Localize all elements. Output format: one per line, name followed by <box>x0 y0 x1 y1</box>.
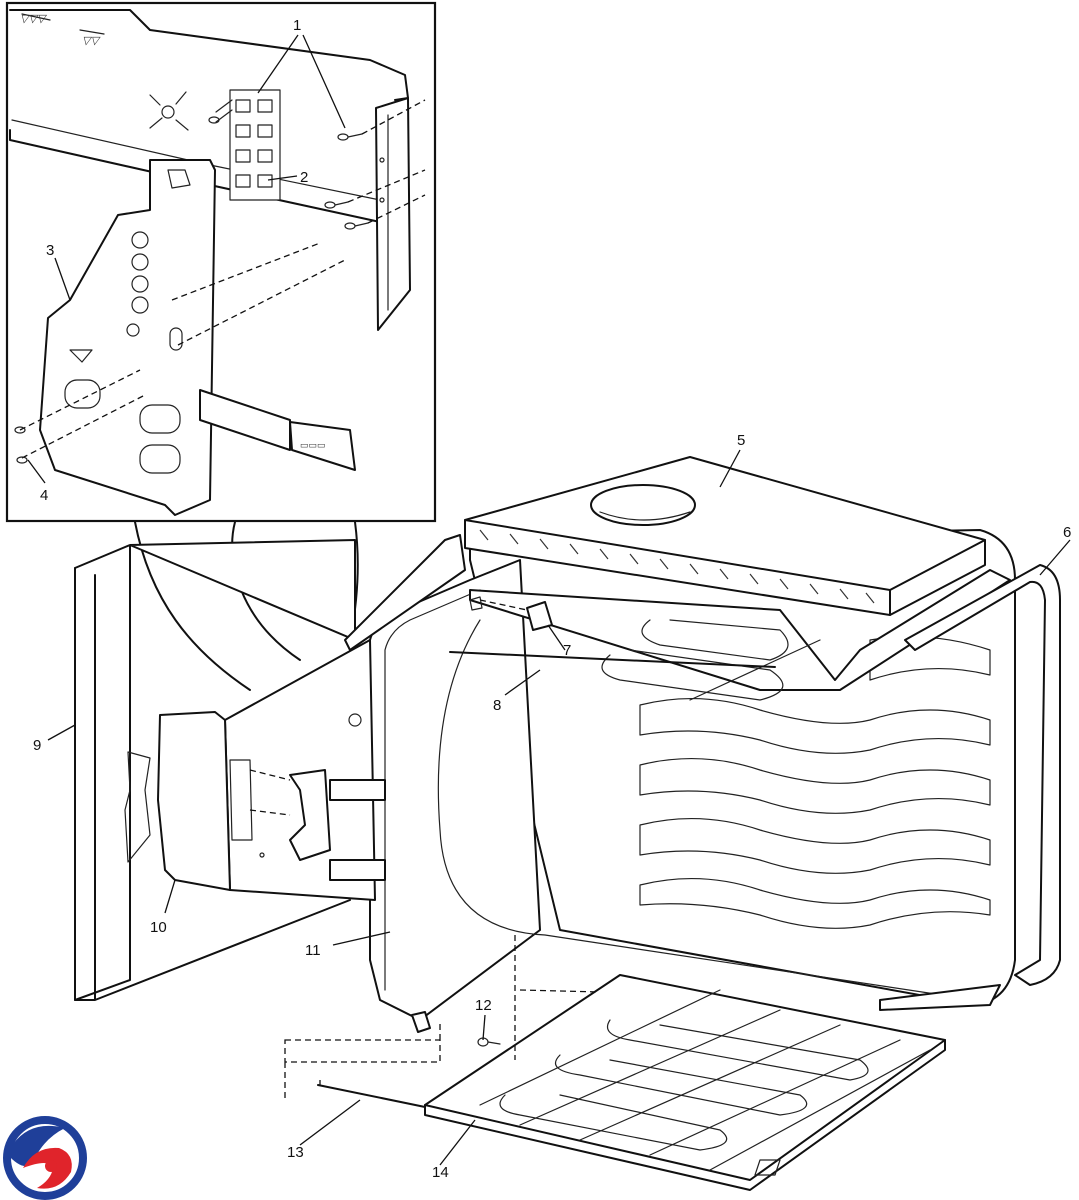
insulation-hatching <box>479 529 875 604</box>
callout-9: 9 <box>33 737 41 754</box>
probe-element-13 <box>317 1084 426 1108</box>
callout-13: 13 <box>287 1144 304 1161</box>
cavity-top-rail <box>344 534 466 651</box>
side-bracket <box>157 639 386 901</box>
top-grill-element <box>469 569 1011 701</box>
callout-10: 10 <box>150 919 167 936</box>
side-panel <box>74 539 356 1001</box>
callout-3: 3 <box>46 242 54 259</box>
brand-logo <box>3 1116 87 1200</box>
control-bracket <box>39 159 216 516</box>
connecting-lead <box>514 935 601 1060</box>
callout-5: 5 <box>737 432 745 449</box>
callout-1: 1 <box>293 17 301 34</box>
bottom-heating-element <box>479 989 931 1171</box>
callout-leaders <box>27 34 1071 1166</box>
door-seal <box>904 564 1061 986</box>
callout-2: 2 <box>300 169 308 186</box>
callout-4: 4 <box>40 487 48 504</box>
screw-icon <box>208 116 369 230</box>
lamp-holder <box>526 601 553 631</box>
screw-icon <box>477 1037 501 1047</box>
fan-symbol-icon <box>149 91 189 131</box>
callout-8: 8 <box>493 697 501 714</box>
wiring-dashed-box <box>284 1020 441 1100</box>
control-holes <box>64 231 183 474</box>
callout-6: 6 <box>1063 524 1071 541</box>
bottom-element-tray <box>424 974 946 1191</box>
inset-alignment <box>19 242 346 459</box>
callout-labels: 1 2 3 4 5 6 7 8 9 10 11 12 13 14 <box>33 17 1071 1181</box>
inset-panel-marking: ▽▽ <box>82 35 101 47</box>
strip-marking: ▭▭▭ <box>300 440 326 450</box>
screw-icon <box>14 426 28 464</box>
callout-7: 7 <box>563 642 571 659</box>
detail-inset: ▽▽▽ ▽▽ <box>5 1 437 691</box>
callout-14: 14 <box>432 1164 449 1181</box>
inset-panel-marking: ▽▽▽ <box>20 13 48 25</box>
callout-11: 11 <box>305 942 321 959</box>
vent-hole <box>590 484 696 526</box>
shelf-runners <box>639 636 991 929</box>
inset-side-bracket <box>375 97 411 331</box>
mounting-strip <box>199 389 291 451</box>
callout-12: 12 <box>475 997 492 1014</box>
top-insulation <box>464 456 986 616</box>
inset-screw-path <box>347 99 426 224</box>
switch-terminal-block <box>215 89 281 201</box>
thermostat-rod <box>449 651 776 668</box>
